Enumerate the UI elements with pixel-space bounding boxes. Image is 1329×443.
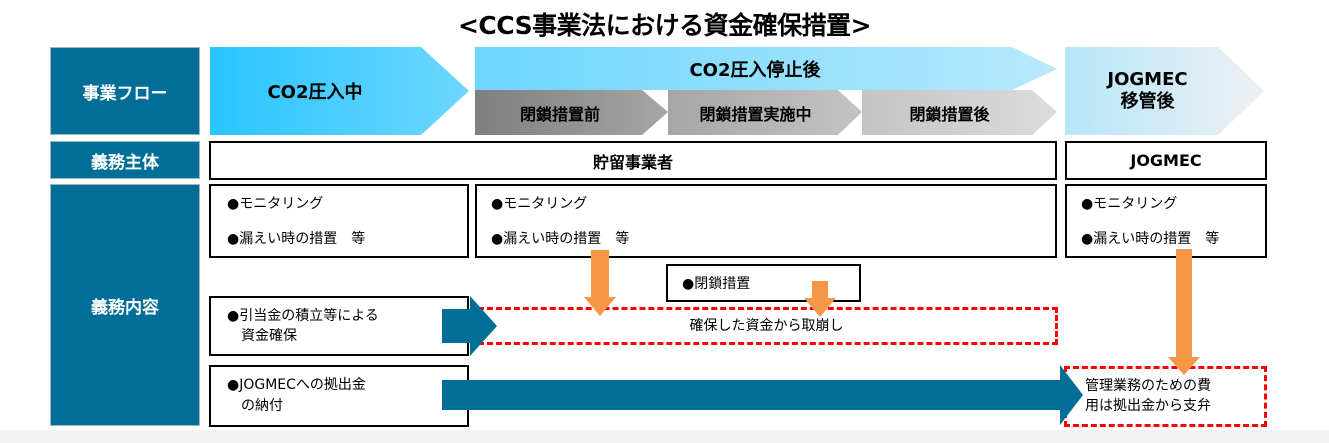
orange-arrow-closure-to-withdraw	[804, 281, 836, 317]
blue-arrow-reserve	[442, 296, 497, 356]
flow-label-during-closure: 閉鎖措置実施中	[699, 105, 812, 124]
duty-contribution-line2: の納付	[227, 398, 283, 414]
duty-monitoring: ●モニタリング	[491, 196, 588, 212]
flow-label-jogmec-line1: JOGMEC	[1107, 69, 1188, 90]
duty-leak-response: ●漏えい時の措置 等	[227, 231, 366, 247]
orange-arrow-jogmec-to-admin	[1168, 249, 1200, 375]
subject-jogmec: JOGMEC	[1065, 141, 1267, 180]
row-label-obligations: 義務内容	[50, 184, 200, 426]
row-label-obligated-party: 義務主体	[50, 141, 200, 179]
chevron-jogmec-transfer	[1065, 47, 1264, 135]
duty-box-after-stop: ●モニタリング ●漏えい時の措置 等	[475, 184, 1057, 258]
duty-leak-response: ●漏えい時の措置 等	[1081, 231, 1220, 247]
orange-arrow-monitoring-to-withdraw	[584, 250, 616, 316]
admin-cost-line1: 管理業務のための費	[1085, 378, 1211, 394]
row-label-business-flow: 事業フロー	[50, 47, 200, 135]
duty-box-jogmec: ●モニタリング ●漏えい時の措置 等	[1065, 184, 1267, 258]
subject-operator: 貯留事業者	[209, 141, 1057, 180]
chevron-after-injection-stop	[475, 47, 1057, 90]
duty-closure: ●閉鎖措置	[682, 276, 751, 292]
chevron-co2-injection	[210, 47, 469, 135]
footer-band	[0, 430, 1329, 443]
duty-box-injection: ●モニタリング ●漏えい時の措置 等	[209, 184, 469, 258]
flow-label-before-closure: 閉鎖措置前	[519, 105, 600, 124]
flow-label-jogmec-transfer: JOGMEC 移管後	[1065, 47, 1230, 135]
duty-leak-response: ●漏えい時の措置 等	[491, 231, 630, 247]
flow-label-jogmec-line2: 移管後	[1120, 91, 1175, 112]
flow-label-after-closure: 閉鎖措置後	[909, 105, 990, 124]
chevron-before-closure	[475, 90, 668, 135]
duty-monitoring: ●モニタリング	[227, 196, 324, 212]
diagram-title: <CCS事業法における資金確保措置>	[457, 11, 872, 40]
withdraw-funds-text: 確保した資金から取崩し	[689, 318, 844, 334]
flow-label-after-injection-stop: CO2圧入停止後	[689, 59, 821, 81]
duty-reserve-line1: ●引当金の積立等による	[227, 308, 379, 324]
duty-box-contribution: ●JOGMECへの拠出金 の納付	[209, 365, 469, 427]
admin-cost-line2: 用は拠出金から支弁	[1085, 398, 1211, 414]
duty-contribution-line1: ●JOGMECへの拠出金	[227, 377, 366, 393]
duty-reserve-line2: 資金確保	[227, 328, 297, 344]
chevron-after-closure	[862, 90, 1057, 135]
withdraw-funds-box: 確保した資金から取崩し	[478, 307, 1058, 345]
flow-label-co2-injection: CO2圧入中	[267, 82, 363, 103]
duty-monitoring: ●モニタリング	[1081, 196, 1178, 212]
chevron-during-closure	[668, 90, 862, 135]
blue-arrow-contribution	[442, 365, 1083, 425]
duty-box-closure: ●閉鎖措置	[666, 264, 861, 302]
duty-box-reserve: ●引当金の積立等による 資金確保	[209, 296, 469, 356]
